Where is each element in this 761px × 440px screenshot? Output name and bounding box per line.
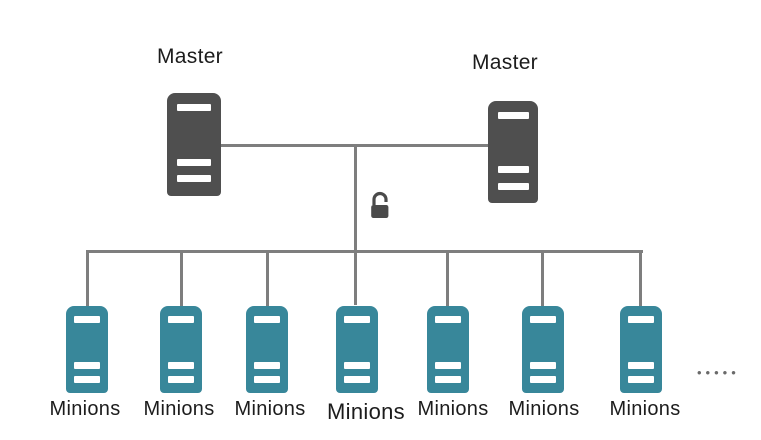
drop-line [180,250,183,306]
server-slot-bar [73,375,100,383]
drop-line [639,250,642,306]
minion-server-icon [522,306,564,393]
server-slot-bar [529,315,556,323]
open-padlock-icon [371,191,389,218]
minion-label: Minions [49,398,121,420]
minion-server-icon [66,306,108,393]
minion-label: Minions [609,398,681,420]
minion-label: Minions [234,398,306,420]
server-slot-bar [434,315,461,323]
server-slot-bar [497,166,529,174]
server-slot-bar [253,375,280,383]
server-slot-bar [627,361,654,369]
server-slot-bar [434,361,461,369]
server-slot-bar [627,315,654,323]
drop-line [266,250,269,306]
server-slot-bar [253,315,280,323]
trunk-line [354,144,357,305]
minion-server-icon [336,306,378,393]
server-slot-bar [343,361,370,369]
minion-label: Minions [327,399,405,424]
server-slot-bar [73,361,100,369]
server-slot-bar [343,375,370,383]
server-slot-bar [177,104,211,112]
server-slot-bar [343,315,370,323]
server-slot-bar [73,315,100,323]
server-slot-bar [253,361,280,369]
drop-line [446,250,449,306]
minion-server-icon [246,306,288,393]
server-slot-bar [627,375,654,383]
master-server-icon [488,101,538,203]
server-slot-bar [497,182,529,190]
drop-line [86,250,89,306]
server-slot-bar [167,315,194,323]
server-slot-bar [177,158,211,166]
minion-server-icon [427,306,469,393]
server-slot-bar [497,112,529,120]
minion-label: Minions [143,398,215,420]
server-slot-bar [177,175,211,183]
master-label: Master [157,45,223,68]
server-slot-bar [167,375,194,383]
server-slot-bar [529,361,556,369]
drop-line [541,250,544,306]
master-label: Master [472,51,538,74]
bus-line [86,250,643,253]
minion-server-icon [160,306,202,393]
more-minions-ellipsis: ••••• [697,365,740,380]
server-slot-bar [529,375,556,383]
minion-label: Minions [417,398,489,420]
server-slot-bar [167,361,194,369]
minion-server-icon [620,306,662,393]
master-server-icon [167,93,221,196]
server-slot-bar [434,375,461,383]
minion-label: Minions [508,398,580,420]
